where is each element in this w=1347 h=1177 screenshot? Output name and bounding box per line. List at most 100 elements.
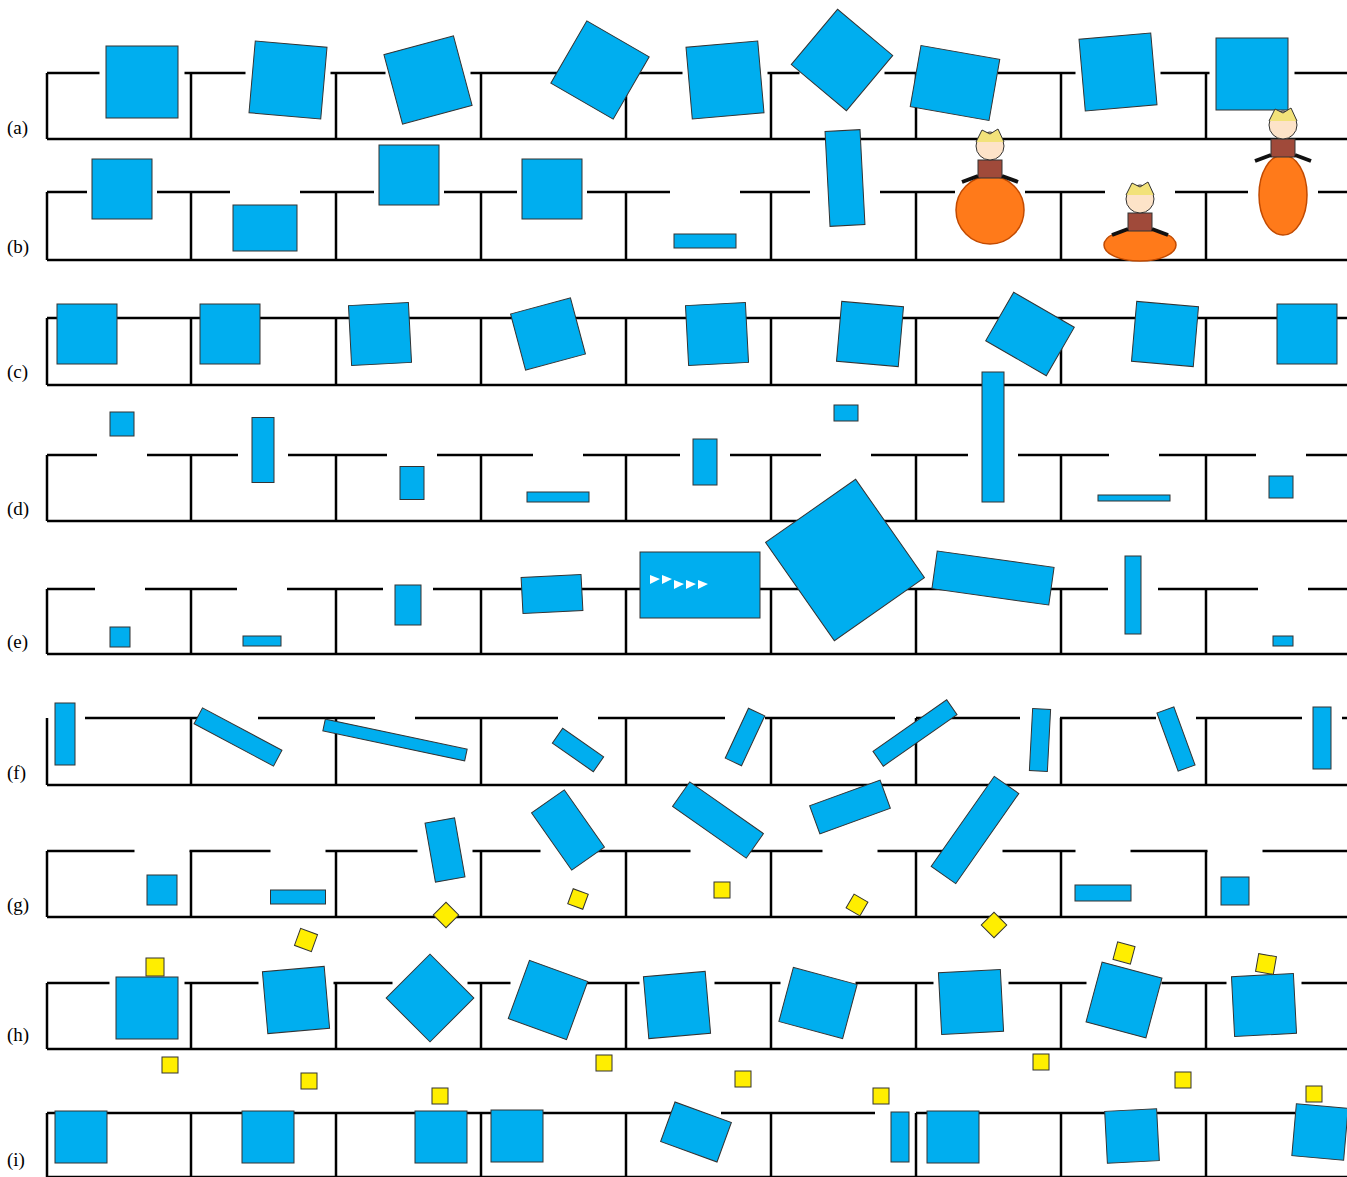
divider-wall [1205,589,1208,654]
row-label: (g) [7,895,29,914]
blue-body [425,818,465,882]
top-wall [916,454,968,457]
blue-body [252,418,274,483]
divider-wall [480,1113,483,1177]
top-wall [1318,191,1347,194]
kid-leg [1002,176,1018,182]
divider-wall [1205,983,1208,1049]
blue-body [106,46,178,118]
top-wall [771,717,895,720]
deformable-bodies [55,1102,1347,1163]
blue-body [810,780,891,834]
top-wall [1263,850,1347,853]
kid-body [978,160,1002,178]
channel-walls [47,73,1347,1177]
blue-body [1157,707,1195,771]
blue-body [551,21,649,119]
blue-body [1313,707,1331,769]
top-wall [336,982,393,985]
top-wall [437,454,481,457]
top-wall [878,850,917,853]
divider-wall [770,318,773,385]
divider-wall [335,192,338,260]
divider-wall [190,318,193,385]
top-wall [433,588,481,591]
blue-body [825,130,865,227]
kid-leg [1112,229,1128,235]
divider-wall [480,851,483,917]
divider-wall [46,318,49,385]
blue-body [384,36,472,124]
top-wall [1206,588,1258,591]
top-wall [1206,850,1208,853]
top-wall [1061,717,1156,720]
blue-body [779,967,857,1038]
divider-wall [190,192,193,260]
tooth-notch [698,580,708,589]
top-wall [481,982,511,985]
divider-wall [1060,851,1063,917]
yellow-block [1306,1086,1322,1102]
blue-body [927,1111,979,1163]
top-wall [481,717,558,720]
blue-body [1098,495,1170,501]
blue-body [1292,1104,1347,1160]
top-wall [1003,850,1062,853]
blue-body [249,41,327,119]
top-wall [481,850,541,853]
top-wall [191,588,237,591]
blue-body [400,467,424,500]
top-wall [1302,982,1347,985]
top-wall [1061,317,1140,320]
top-wall [300,191,336,194]
divider-wall [190,455,193,521]
divider-wall [335,73,338,139]
top-wall [147,454,191,457]
divider-wall [1205,318,1208,385]
divider-wall [770,589,773,654]
top-wall [1306,454,1347,457]
top-wall [586,982,627,985]
bottom-wall [47,520,1347,523]
divider-wall [335,983,338,1049]
blue-body [508,960,587,1039]
top-wall [577,588,626,591]
bottom-wall [47,384,1347,387]
top-wall [1342,717,1347,720]
divider-wall [46,589,49,654]
top-wall [721,1112,771,1115]
row-label: (b) [7,237,29,256]
divider-wall [915,455,918,521]
top-wall [191,454,238,457]
yellow-block [162,1057,178,1073]
bottom-wall [47,138,1347,141]
blue-body [837,301,904,366]
kid-leg [962,176,978,182]
blue-body [643,971,710,1038]
top-wall [336,454,387,457]
top-wall [47,588,95,591]
top-wall [258,717,336,720]
divider-wall [46,983,49,1049]
divider-wall [915,983,918,1049]
divider-wall [190,851,193,917]
top-wall [998,72,1062,75]
top-wall [481,72,558,75]
top-wall [626,850,691,853]
top-wall [481,1112,492,1115]
top-wall [47,72,100,75]
top-wall [916,317,1005,320]
top-wall [191,191,230,194]
divider-wall [480,455,483,521]
divider-wall [770,455,773,521]
deformable-bodies [110,372,1293,502]
yellow-block [568,889,589,910]
yellow-block [1033,1054,1049,1070]
top-wall [1206,454,1256,457]
divider-wall [625,983,628,1049]
blue-body [1269,476,1293,498]
top-wall [771,317,845,320]
blue-body [673,782,764,858]
divider-wall [625,1113,628,1177]
